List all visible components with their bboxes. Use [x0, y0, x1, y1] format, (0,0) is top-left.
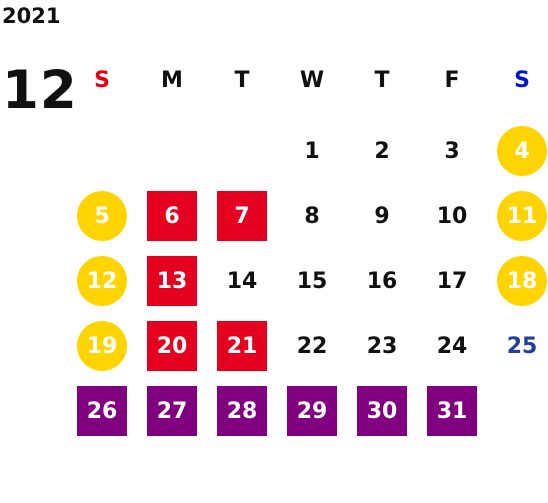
- day-cell[interactable]: 17: [436, 268, 468, 294]
- day-cell[interactable]: 23: [366, 333, 398, 359]
- day-cell[interactable]: 6: [147, 191, 197, 241]
- weekday-header: M: [161, 68, 183, 93]
- weekday-header: T: [234, 68, 250, 93]
- day-cell[interactable]: 19: [77, 321, 127, 371]
- day-cell[interactable]: 26: [77, 386, 127, 436]
- day-cell[interactable]: 18: [497, 256, 547, 306]
- day-cell[interactable]: 2: [374, 138, 390, 164]
- day-cell[interactable]: 31: [427, 386, 477, 436]
- day-cell[interactable]: 29: [287, 386, 337, 436]
- day-cell[interactable]: 10: [436, 203, 468, 229]
- day-cell[interactable]: 25: [506, 333, 538, 359]
- day-cell[interactable]: 8: [304, 203, 320, 229]
- day-cell[interactable]: 5: [77, 191, 127, 241]
- day-cell[interactable]: 27: [147, 386, 197, 436]
- day-cell[interactable]: 12: [77, 256, 127, 306]
- weekday-header: S: [94, 68, 110, 93]
- day-cell[interactable]: 13: [147, 256, 197, 306]
- day-cell[interactable]: 9: [374, 203, 390, 229]
- weekday-header: F: [444, 68, 460, 93]
- day-cell[interactable]: 21: [217, 321, 267, 371]
- month-number: 12: [2, 60, 78, 121]
- day-cell[interactable]: 24: [436, 333, 468, 359]
- day-cell[interactable]: 28: [217, 386, 267, 436]
- day-cell[interactable]: 16: [366, 268, 398, 294]
- day-cell[interactable]: 4: [497, 126, 547, 176]
- day-cell[interactable]: 20: [147, 321, 197, 371]
- day-cell[interactable]: 15: [296, 268, 328, 294]
- day-cell[interactable]: 7: [217, 191, 267, 241]
- day-cell[interactable]: 30: [357, 386, 407, 436]
- year-label: 2021: [2, 4, 61, 28]
- day-cell[interactable]: 14: [226, 268, 258, 294]
- weekday-header: W: [299, 68, 325, 93]
- weekday-header: S: [514, 68, 530, 93]
- day-cell[interactable]: 3: [444, 138, 460, 164]
- day-cell[interactable]: 22: [296, 333, 328, 359]
- day-cell[interactable]: 1: [304, 138, 320, 164]
- weekday-header: T: [374, 68, 390, 93]
- day-cell[interactable]: 11: [497, 191, 547, 241]
